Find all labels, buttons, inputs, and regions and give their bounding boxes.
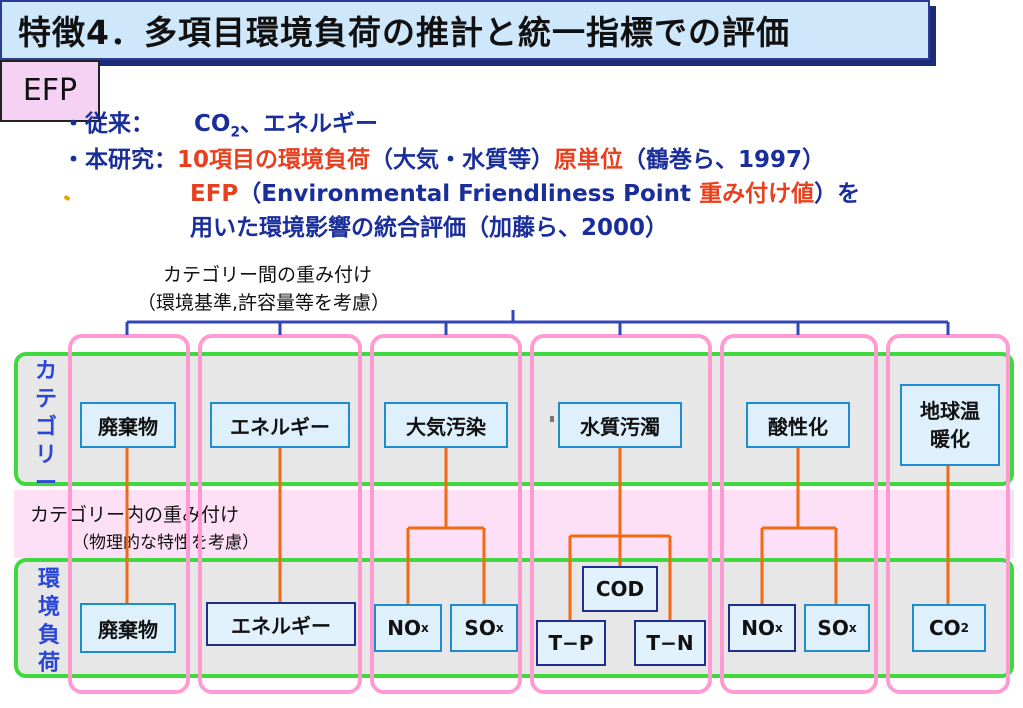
title-box: 特徴4．多項目環境負荷の推計と統一指標での評価: [0, 0, 930, 60]
load-water-tn: T−N: [634, 620, 706, 666]
energy-text: 、エネルギー: [240, 111, 379, 137]
co2-subscript: 2: [960, 621, 970, 635]
inner-weight-note: （物理的な特性を考慮）: [72, 533, 259, 553]
category-energy: エネルギー: [210, 402, 350, 448]
category-band-label-text: カテゴリー: [34, 359, 57, 496]
inner-weight-band: [14, 490, 1014, 558]
bullet-prefix: ・本研究：: [62, 147, 177, 173]
load-waste: 廃棄物: [80, 603, 176, 653]
bullet-text: （大気・水質等）: [370, 147, 555, 173]
bullet-efp: EFP（Environmental Friendliness Point 重み付…: [190, 174, 860, 208]
efp-box: EFP: [0, 60, 100, 122]
nox-subscript: x: [775, 621, 783, 635]
column-energy: [198, 334, 362, 694]
stray-mark: [550, 416, 554, 422]
sox-text: SO: [817, 616, 849, 640]
co2-text: CO: [928, 616, 961, 640]
column-climate: [886, 334, 1010, 694]
highlight-ten-items: 10項目の環境負荷: [177, 147, 371, 173]
sox-subscript: x: [495, 621, 504, 635]
nox-text: NO: [387, 616, 421, 640]
load-band-label: 環境負荷: [37, 566, 61, 678]
category-band-label: カテゴリー: [34, 358, 60, 498]
column-acid: [720, 334, 878, 694]
co2-text: CO: [194, 111, 231, 137]
category-weight-note: （環境基準,許容量等を考慮）: [137, 292, 391, 314]
citation-text: （鶴巻ら、1997）: [623, 147, 826, 173]
category-acid: 酸性化: [746, 402, 850, 448]
column-waste: [68, 334, 190, 694]
highlight-unit: 原単位: [554, 147, 624, 173]
load-tree: [125, 448, 950, 620]
bullet-text: ）を: [814, 181, 861, 207]
load-water-tp: T−P: [536, 620, 606, 666]
sox-subscript: x: [848, 621, 857, 635]
category-air: 大気汚染: [384, 402, 508, 448]
nox-subscript: x: [421, 621, 429, 635]
bullet-prefix: ・従来：: [62, 111, 154, 137]
column-air: [370, 334, 522, 694]
category-water: 水質汚濁: [558, 402, 682, 448]
highlight-weight: 重み付け値: [699, 181, 815, 207]
sox-text: SO: [464, 616, 496, 640]
bullet-integrated: 用いた環境影響の統合評価（加藤ら、2000）: [190, 215, 669, 241]
slide-title: 特徴4．多項目環境負荷の推計と統一指標での評価: [18, 13, 790, 52]
load-energy: エネルギー: [206, 602, 356, 646]
highlight-efp: EFP: [190, 181, 239, 207]
bullet-text: （Environmental Friendliness Point: [238, 181, 700, 207]
bullet-conventional: ・従来： CO2、エネルギー: [62, 104, 378, 141]
load-water-cod: COD: [582, 566, 658, 612]
column-water: [530, 334, 712, 694]
bullet-this-study: ・本研究：10項目の環境負荷（大気・水質等）原単位（鶴巻ら、1997）: [62, 140, 825, 174]
co2-subscript: 2: [230, 124, 241, 141]
load-band-label-text: 環境負荷: [37, 567, 60, 676]
category-tree: [125, 310, 950, 335]
category-waste: 廃棄物: [80, 402, 176, 448]
category-climate: 地球温暖化: [900, 384, 1000, 466]
category-weight-label: カテゴリー間の重み付け: [163, 264, 373, 286]
nox-text: NO: [741, 616, 775, 640]
